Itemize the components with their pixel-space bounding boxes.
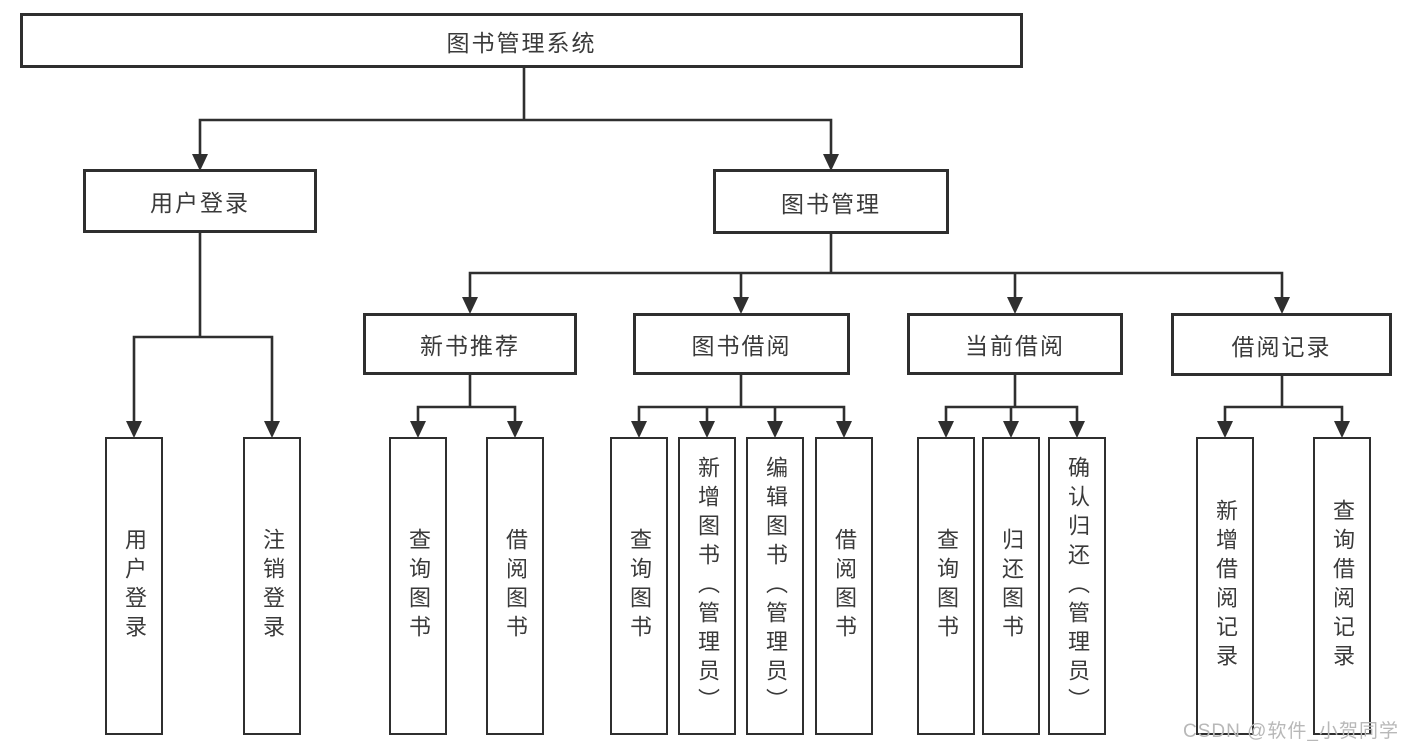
connector-borrow-to-leaves	[637, 373, 846, 425]
node-label: 借阅图书	[832, 528, 857, 644]
arrow-down-icon	[1217, 421, 1233, 438]
node-label: 归还图书	[999, 528, 1024, 644]
arrow-down-icon	[699, 421, 715, 438]
arrow-down-icon	[1007, 297, 1023, 314]
node-book-management: 图书管理	[713, 169, 949, 234]
connector-root-to-level2	[198, 66, 833, 158]
arrow-down-icon	[410, 421, 426, 438]
node-label: 查询借阅记录	[1330, 499, 1355, 673]
watermark: CSDN @软件_小贺同学	[1183, 721, 1399, 742]
arrow-down-icon	[938, 421, 954, 438]
node-leaf-confirm-return-admin: 确认归还（管理员）	[1048, 437, 1106, 735]
node-label: 查询图书	[934, 528, 959, 644]
arrowheads	[126, 154, 1350, 438]
connector-userlogin-to-leaves	[132, 231, 274, 425]
arrow-down-icon	[462, 297, 478, 314]
node-label: 当前借阅	[965, 333, 1065, 359]
node-leaf-query-books: 查询图书	[389, 437, 447, 735]
connector-records-to-leaves	[1223, 373, 1344, 425]
node-borrowing-records: 借阅记录	[1171, 313, 1392, 376]
node-leaf-add-book-admin: 新增图书（管理员）	[678, 437, 736, 735]
arrow-down-icon	[192, 154, 208, 171]
node-label: 新增借阅记录	[1213, 499, 1238, 673]
node-label: 查询图书	[627, 528, 652, 644]
arrow-down-icon	[767, 421, 783, 438]
arrow-down-icon	[836, 421, 852, 438]
node-new-book-recommendation: 新书推荐	[363, 313, 577, 375]
node-label: 用户登录	[122, 528, 147, 644]
node-label: 新增图书（管理员）	[695, 455, 720, 717]
arrow-down-icon	[1003, 421, 1019, 438]
node-leaf-query-books: 查询图书	[610, 437, 668, 735]
node-label: 图书管理	[781, 190, 881, 217]
arrow-down-icon	[823, 154, 839, 171]
node-leaf-add-borrow-record: 新增借阅记录	[1196, 437, 1254, 735]
node-current-borrowing: 当前借阅	[907, 313, 1123, 375]
connector-current-to-leaves	[944, 373, 1079, 425]
node-label: 借阅记录	[1231, 333, 1332, 360]
node-label: 用户登录	[150, 190, 250, 216]
node-label: 新书推荐	[420, 333, 520, 359]
arrow-down-icon	[1274, 297, 1290, 314]
node-label: 注销登录	[260, 528, 285, 644]
arrow-down-icon	[507, 421, 523, 438]
node-leaf-logout: 注销登录	[243, 437, 301, 735]
arrow-down-icon	[126, 421, 142, 438]
node-label: 查询图书	[406, 528, 431, 644]
node-label: 图书借阅	[691, 333, 792, 359]
connector-bookmgmt-to-level3	[468, 232, 1284, 302]
node-leaf-borrow-books: 借阅图书	[815, 437, 873, 735]
arrow-down-icon	[733, 297, 749, 314]
arrow-down-icon	[1069, 421, 1085, 438]
node-user-login: 用户登录	[83, 169, 317, 233]
node-leaf-user-login: 用户登录	[105, 437, 163, 735]
node-leaf-edit-book-admin: 编辑图书（管理员）	[746, 437, 804, 735]
node-label: 图书管理系统	[446, 29, 597, 56]
node-label: 借阅图书	[503, 528, 528, 644]
node-leaf-return-books: 归还图书	[982, 437, 1040, 735]
arrow-down-icon	[264, 421, 280, 438]
arrow-down-icon	[631, 421, 647, 438]
connector-newbook-to-leaves	[416, 373, 517, 425]
arrow-down-icon	[1334, 421, 1350, 438]
node-book-borrowing: 图书借阅	[633, 313, 850, 375]
node-library-management-system: 图书管理系统	[20, 13, 1023, 68]
node-label: 确认归还（管理员）	[1065, 455, 1090, 717]
node-label: 编辑图书（管理员）	[763, 455, 788, 717]
node-leaf-query-books: 查询图书	[917, 437, 975, 735]
node-leaf-borrow-books: 借阅图书	[486, 437, 544, 735]
node-leaf-query-borrow-record: 查询借阅记录	[1313, 437, 1371, 735]
